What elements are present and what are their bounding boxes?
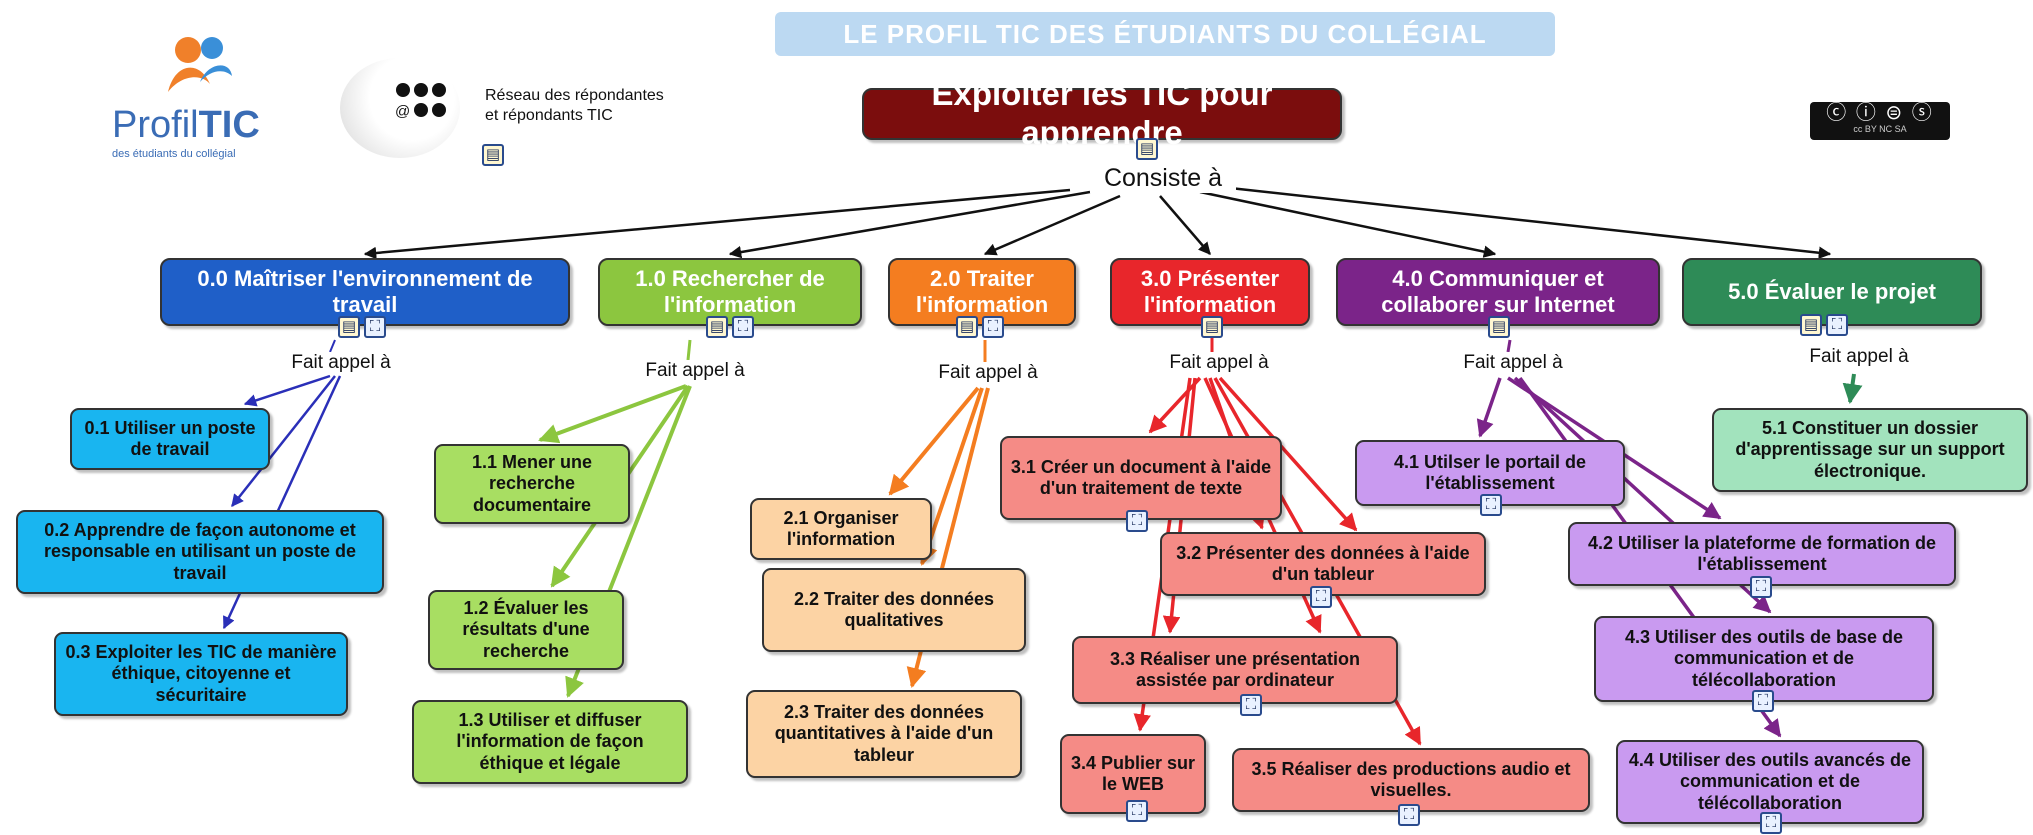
concept-map-icon[interactable]: ⛶ <box>1760 812 1782 834</box>
competency-3-node[interactable]: 3.0 Présenter l'information <box>1110 258 1310 326</box>
document-icon[interactable]: ▤ <box>706 316 728 338</box>
link-phrase-3: Fait appel à <box>1146 352 1292 374</box>
skill-2-3-node[interactable]: 2.3 Traiter des données quantitatives à … <box>746 690 1022 778</box>
concept-map-icon[interactable]: ⛶ <box>1398 804 1420 826</box>
concept-map-icon[interactable]: ⛶ <box>1480 494 1502 516</box>
competency-2-node[interactable]: 2.0 Traiter l'information <box>888 258 1076 326</box>
creative-commons-badge[interactable]: ⓒ ⓘ ⊜ ⓢ cc BY NC SA <box>1810 102 1950 140</box>
skill-2-1-node[interactable]: 2.1 Organiser l'information <box>750 498 932 560</box>
skill-4-2-node[interactable]: 4.2 Utiliser la plateforme de formation … <box>1568 522 1956 586</box>
arrow-c1-to-sub-0 <box>538 384 687 444</box>
skill-3-1-node[interactable]: 3.1 Créer un document à l'aide d'un trai… <box>1000 436 1282 520</box>
skill-0-1-node[interactable]: 0.1 Utiliser un poste de travail <box>70 408 270 470</box>
concept-map-icon[interactable]: ⛶ <box>982 316 1004 338</box>
arrow-main-to-competency-2 <box>983 194 1121 256</box>
concept-map-icon[interactable]: ⛶ <box>1826 314 1848 336</box>
arrow-c2-to-sub-1 <box>918 387 984 566</box>
skill-5-1-node[interactable]: 5.1 Constituer un dossier d'apprentissag… <box>1712 408 2028 492</box>
link-phrase-1: Fait appel à <box>622 360 768 382</box>
arrow-main-to-competency-3 <box>1159 195 1211 255</box>
arrow-main-to-competency-5 <box>1229 186 1832 259</box>
link-phrase-4: Fait appel à <box>1440 352 1586 374</box>
document-icon[interactable]: ▤ <box>482 144 504 166</box>
link-phrase-5: Fait appel à <box>1786 346 1932 368</box>
document-icon[interactable]: ▤ <box>1136 138 1158 160</box>
concept-map-icon[interactable]: ⛶ <box>732 316 754 338</box>
main-concept-node[interactable]: Exploiter les TIC pour apprendre <box>862 75 1342 151</box>
skill-1-1-node[interactable]: 1.1 Mener une recherche documentaire <box>434 444 630 524</box>
connector-line <box>329 339 336 353</box>
concept-map-icon[interactable]: ⛶ <box>1240 694 1262 716</box>
concept-map-icon[interactable]: ⛶ <box>1752 690 1774 712</box>
arrow-c3-to-sub-0 <box>1148 376 1202 434</box>
arrow-c3-to-sub-2 <box>1218 376 1358 532</box>
skill-1-3-node[interactable]: 1.3 Utiliser et diffuser l'information d… <box>412 700 688 784</box>
concept-map-icon[interactable]: ⛶ <box>1126 800 1148 822</box>
skill-4-3-node[interactable]: 4.3 Utiliser des outils de base de commu… <box>1594 616 1934 702</box>
connector-line <box>1506 339 1512 353</box>
concept-map-icon[interactable]: ⛶ <box>364 316 386 338</box>
concept-map-icon[interactable]: ⛶ <box>1750 576 1772 598</box>
link-phrase-2: Fait appel à <box>915 362 1061 384</box>
arrow-main-to-competency-1 <box>728 190 1091 259</box>
skill-1-2-node[interactable]: 1.2 Évaluer les résultats d'une recherch… <box>428 590 624 670</box>
arrow-c2-to-sub-0 <box>888 386 980 496</box>
skill-3-3-node[interactable]: 3.3 Réaliser une présentation assistée p… <box>1072 636 1398 704</box>
skill-0-2-node[interactable]: 0.2 Apprendre de façon autonome et respo… <box>16 510 384 594</box>
profiltic-logo-icon <box>168 37 232 92</box>
arrow-c4-to-sub-0 <box>1476 377 1502 438</box>
profiltic-wordmark: ProfilTIC <box>112 104 260 146</box>
link-phrase-consiste: Consiste à <box>1090 164 1236 193</box>
skill-0-3-node[interactable]: 0.3 Exploiter les TIC de manière éthique… <box>54 632 348 716</box>
document-icon[interactable]: ▤ <box>956 316 978 338</box>
document-icon[interactable]: ▤ <box>1800 314 1822 336</box>
page-banner: LE PROFIL TIC DES ÉTUDIANTS DU COLLÉGIAL <box>775 12 1555 56</box>
document-icon[interactable]: ▤ <box>338 316 360 338</box>
reseau-label: Réseau des répondantes et répondants TIC <box>485 87 664 124</box>
concept-map-icon[interactable]: ⛶ <box>1126 510 1148 532</box>
main-concept-title: Exploiter les TIC pour apprendre <box>931 75 1273 151</box>
arrow-c0-to-sub-0 <box>243 374 331 407</box>
reseau-dots-icon: @ <box>395 83 446 120</box>
link-phrase-0: Fait appel à <box>268 352 414 374</box>
profiltic-tagline: des étudiants du collégial <box>112 148 236 160</box>
connector-line <box>686 339 692 361</box>
arrow-c5-to-sub-0 <box>1842 373 1863 404</box>
document-icon[interactable]: ▤ <box>1488 316 1510 338</box>
arrow-c0-to-sub-1 <box>231 375 336 507</box>
arrow-main-to-competency-4 <box>1199 190 1497 258</box>
skill-4-4-node[interactable]: 4.4 Utiliser des outils avancés de commu… <box>1616 740 1924 824</box>
competency-1-node[interactable]: 1.0 Rechercher de l'information <box>598 258 862 326</box>
competency-4-node[interactable]: 4.0 Communiquer et collaborer sur Intern… <box>1336 258 1660 326</box>
skill-2-2-node[interactable]: 2.2 Traiter des données qualitatives <box>762 568 1026 652</box>
concept-map-icon[interactable]: ⛶ <box>1310 586 1332 608</box>
arrow-main-to-competency-0 <box>363 188 1071 260</box>
svg-text:@: @ <box>395 103 410 120</box>
skill-3-5-node[interactable]: 3.5 Réaliser des productions audio et vi… <box>1232 748 1590 812</box>
document-icon[interactable]: ▤ <box>1201 316 1223 338</box>
